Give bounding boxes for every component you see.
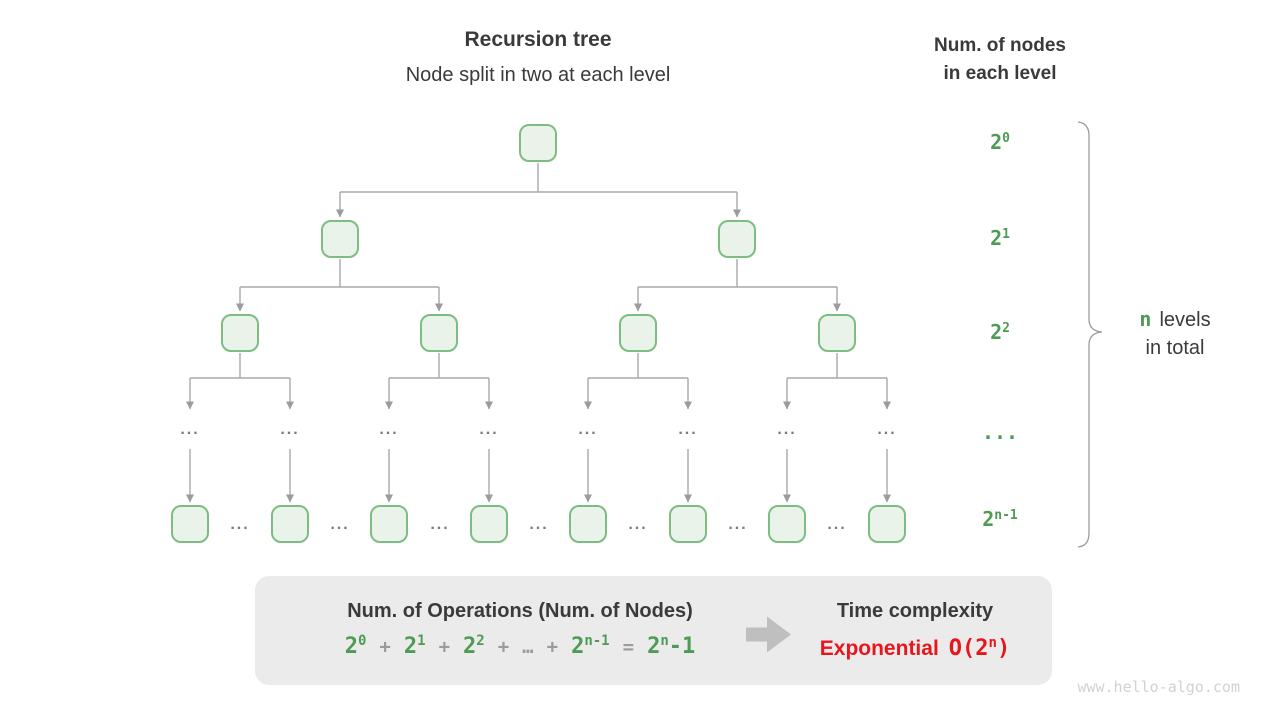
diagram-title: Recursion tree	[464, 28, 612, 51]
watermark: www.hello-algo.com	[1077, 678, 1240, 696]
tree-node	[321, 220, 359, 258]
term-exponent: 0	[357, 633, 367, 649]
ellipsis: ...	[330, 516, 350, 533]
tree-node	[271, 505, 309, 543]
formula-ellipsis: …	[522, 636, 534, 658]
plus-operator: +	[497, 636, 510, 658]
level-count-label: 21	[958, 226, 1042, 250]
tree-connectors	[186, 163, 891, 503]
ellipsis: ...	[280, 421, 300, 438]
ellipsis: ...	[628, 516, 648, 533]
right-arrow-icon	[746, 616, 791, 653]
levels-word: levels	[1159, 309, 1211, 331]
ellipsis: ...	[777, 421, 797, 438]
term-base: 2	[647, 634, 661, 659]
formula-term: 21	[404, 633, 426, 659]
term-base: 2	[571, 634, 585, 659]
tree-node	[718, 220, 756, 258]
ellipsis: ...	[379, 421, 399, 438]
term-base: 2	[344, 634, 358, 659]
tree-node	[818, 314, 856, 352]
tree-node	[569, 505, 607, 543]
formula-term: 22	[463, 633, 485, 659]
tree-node	[370, 505, 408, 543]
level-count-exponent: n-1	[994, 508, 1018, 523]
ellipsis: ...	[479, 421, 499, 438]
n-variable: n	[1139, 307, 1152, 331]
summary-box	[255, 576, 1052, 685]
plus-operator: +	[379, 636, 391, 658]
formula-term: 2n-1	[571, 633, 610, 659]
level-count-label: 20	[958, 130, 1042, 154]
tree-node	[171, 505, 209, 543]
term-tail: -1	[668, 634, 696, 659]
level-count-exponent: 0	[1002, 131, 1010, 146]
tree-node	[519, 124, 557, 162]
level-count-label: 2n-1	[958, 507, 1042, 531]
level-count-base: ...	[981, 420, 1019, 444]
tree-node	[669, 505, 707, 543]
formula-result: 2n-1	[647, 633, 695, 659]
big-o-close: )	[996, 636, 1011, 661]
operations-title: Num. of Operations (Num. of Nodes)	[347, 600, 693, 622]
ellipsis: ...	[827, 516, 847, 533]
tree-node	[470, 505, 508, 543]
plus-operator: +	[546, 636, 559, 658]
tree-node	[868, 505, 906, 543]
level-count-label: ...	[958, 420, 1042, 444]
equals-operator: =	[622, 636, 635, 658]
term-exponent: n	[660, 633, 669, 649]
level-count-base: 2	[982, 507, 995, 531]
level-count-exponent: 1	[1002, 227, 1010, 242]
big-o-exponent: n	[988, 635, 997, 651]
level-count-base: 2	[990, 320, 1003, 344]
ellipsis: ...	[230, 516, 250, 533]
tree-node	[221, 314, 259, 352]
ellipsis: ...	[877, 421, 897, 438]
level-count-exponent: 2	[1002, 321, 1010, 336]
right-header: Num. of nodes in each level	[890, 32, 1110, 88]
level-count-base: 2	[990, 130, 1003, 154]
right-header-line1: Num. of nodes	[934, 35, 1066, 56]
right-header-line2: in each level	[943, 63, 1057, 84]
formula-term: 20	[345, 633, 367, 659]
plus-operator: +	[438, 636, 451, 658]
ellipsis: ...	[578, 421, 598, 438]
diagram-subtitle: Node split in two at each level	[405, 64, 671, 86]
tree-node	[619, 314, 657, 352]
term-base: 2	[403, 634, 418, 659]
complexity-result: Exponential O(2n)	[800, 635, 1030, 661]
term-exponent: 2	[476, 633, 485, 649]
operations-formula: 20 + 21 + 22 + … + 2n-1 = 2n-1	[270, 633, 770, 659]
tree-node	[768, 505, 806, 543]
complexity-word: Exponential	[819, 637, 939, 660]
ellipsis: ...	[728, 516, 748, 533]
ellipsis: ...	[529, 516, 549, 533]
time-complexity-title: Time complexity	[836, 600, 994, 622]
brace	[1077, 121, 1103, 548]
tree-node	[420, 314, 458, 352]
level-count-label: 22	[958, 320, 1042, 344]
total-levels-line2: in total	[1145, 337, 1205, 359]
term-exponent: 1	[417, 633, 426, 649]
big-o-notation: O(2n)	[949, 635, 1010, 661]
ellipsis: ...	[678, 421, 698, 438]
big-o-open: O(2	[948, 636, 989, 661]
level-count-base: 2	[990, 226, 1003, 250]
term-exponent: n-1	[584, 633, 610, 649]
term-base: 2	[463, 634, 477, 659]
ellipsis: ...	[430, 516, 450, 533]
ellipsis: ...	[180, 421, 200, 438]
